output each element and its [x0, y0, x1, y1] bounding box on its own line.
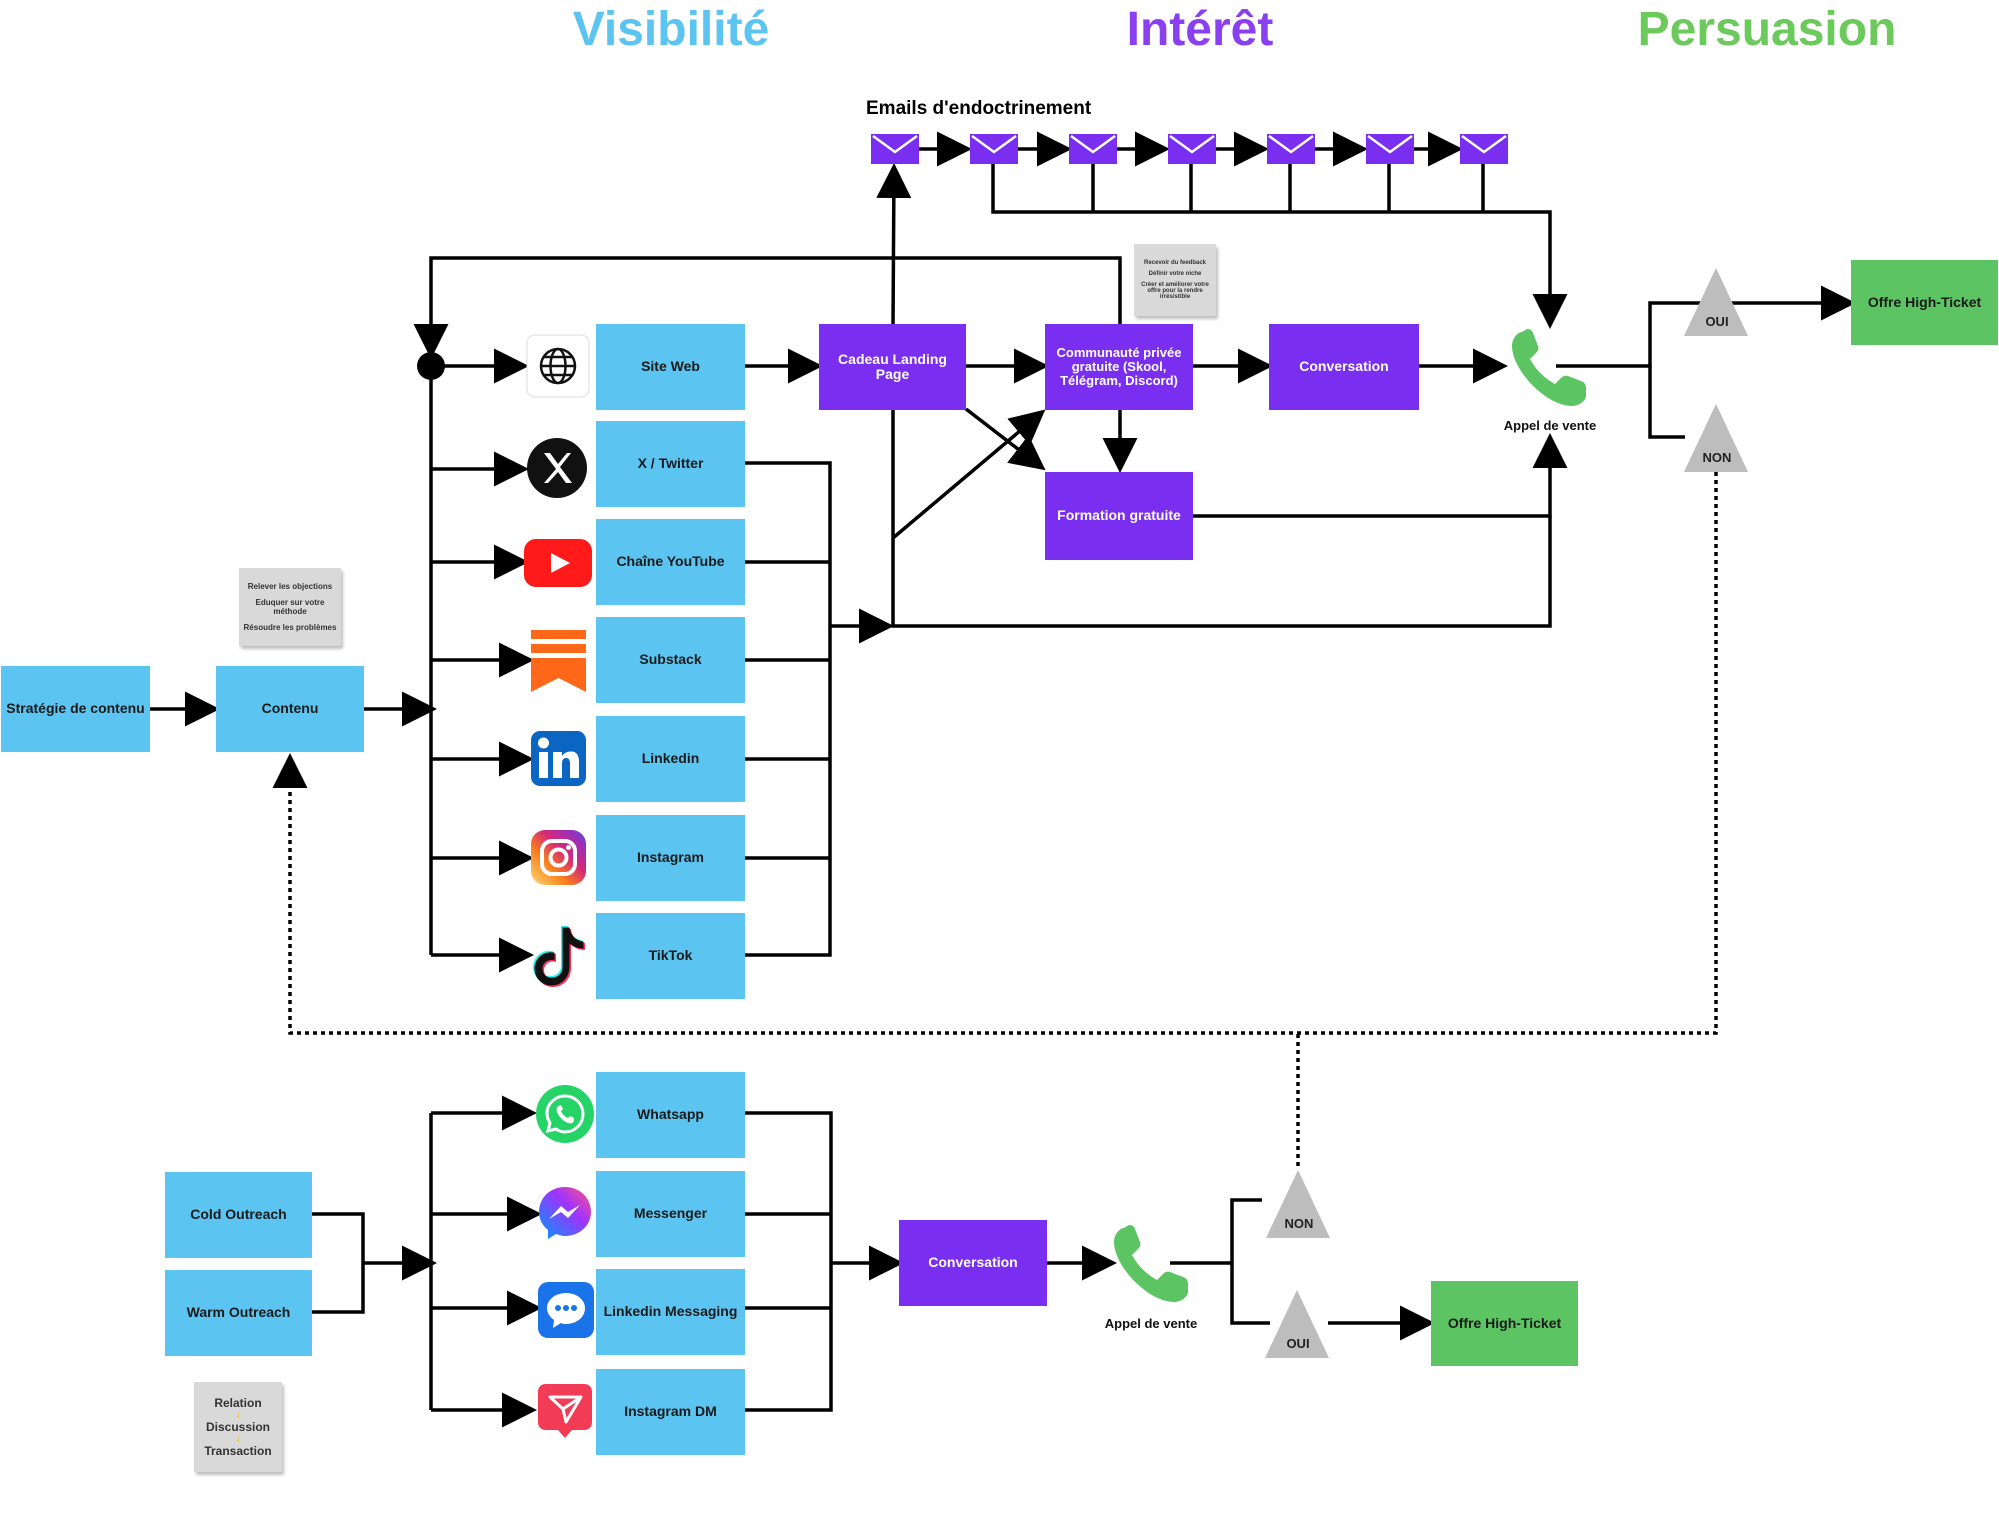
email-envelope-icon	[1069, 134, 1117, 164]
channel-instagram-dm: Instagram DM	[596, 1369, 745, 1455]
linkedin-icon	[531, 731, 586, 786]
content-note: Relever les objections Eduquer sur votre…	[239, 568, 341, 646]
content-box: Contenu	[216, 666, 364, 752]
channel-messenger: Messenger	[596, 1171, 745, 1257]
email-envelope-icon	[1168, 134, 1216, 164]
channel-substack: Substack	[596, 617, 745, 703]
email-envelope-icon	[871, 134, 919, 164]
messenger-icon	[537, 1185, 593, 1241]
outreach-sales-call-label: Appel de vente	[1104, 1316, 1198, 1331]
outreach-high-ticket-offer-box: Offre High-Ticket	[1431, 1281, 1578, 1366]
youtube-icon	[524, 539, 592, 587]
no-label: NON	[1702, 450, 1732, 465]
email-envelope-icon	[970, 134, 1018, 164]
yes-triangle	[1682, 266, 1750, 338]
yes-label: OUI	[1705, 314, 1729, 329]
whatsapp-icon	[535, 1084, 595, 1144]
channel-instagram: Instagram	[596, 815, 745, 901]
community-note: Recevoir du feedback Définir votre niche…	[1134, 244, 1216, 316]
gift-landing-page-box: Cadeau Landing Page	[819, 324, 966, 410]
email-envelope-icon	[1267, 134, 1315, 164]
outreach-no-triangle	[1264, 1168, 1332, 1240]
channel-youtube: Chaîne YouTube	[596, 519, 745, 605]
free-training-box: Formation gratuite	[1045, 472, 1193, 560]
outreach-yes-triangle	[1263, 1288, 1331, 1360]
content-strategy-box: Stratégie de contenu	[1, 666, 150, 752]
outreach-no-label: NON	[1284, 1216, 1314, 1231]
outreach-conversation-box: Conversation	[899, 1220, 1047, 1306]
conversation-box: Conversation	[1269, 324, 1419, 410]
email-envelope-icon	[1366, 134, 1414, 164]
substack-icon	[531, 630, 586, 692]
instagram-icon	[531, 830, 586, 885]
phone-icon	[1508, 326, 1592, 410]
no-triangle	[1682, 402, 1750, 474]
private-community-box: Communauté privée gratuite (Skool, Télég…	[1045, 324, 1193, 410]
channel-linkedin: Linkedin	[596, 716, 745, 802]
x-twitter-icon	[526, 437, 588, 499]
stage-title-persuasion: Persuasion	[1637, 3, 1897, 56]
stage-title-visibility: Visibilité	[572, 3, 770, 56]
email-envelope-icon	[1460, 134, 1508, 164]
channel-whatsapp: Whatsapp	[596, 1072, 745, 1158]
tiktok-icon	[530, 923, 588, 989]
stage-title-interest: Intérêt	[1126, 3, 1274, 56]
globe-icon	[526, 334, 590, 398]
warm-outreach-box: Warm Outreach	[165, 1270, 312, 1356]
outreach-phone-icon	[1110, 1222, 1194, 1306]
high-ticket-offer-box: Offre High-Ticket	[1851, 260, 1998, 345]
channel-site-web: Site Web	[596, 324, 745, 410]
outreach-note: Relation ↓ Discussion ↓ Transaction	[194, 1382, 282, 1472]
emails-label: Emails d'endoctrinement	[866, 98, 1092, 119]
channel-x-twitter: X / Twitter	[596, 421, 745, 507]
channel-linkedin-messaging: Linkedin Messaging	[596, 1269, 745, 1355]
outreach-yes-label: OUI	[1286, 1336, 1310, 1351]
linkedin-messaging-icon	[538, 1282, 594, 1338]
instagram-dm-icon	[536, 1382, 594, 1440]
sales-call-label: Appel de vente	[1503, 418, 1597, 433]
channel-tiktok: TikTok	[596, 913, 745, 999]
cold-outreach-box: Cold Outreach	[165, 1172, 312, 1258]
